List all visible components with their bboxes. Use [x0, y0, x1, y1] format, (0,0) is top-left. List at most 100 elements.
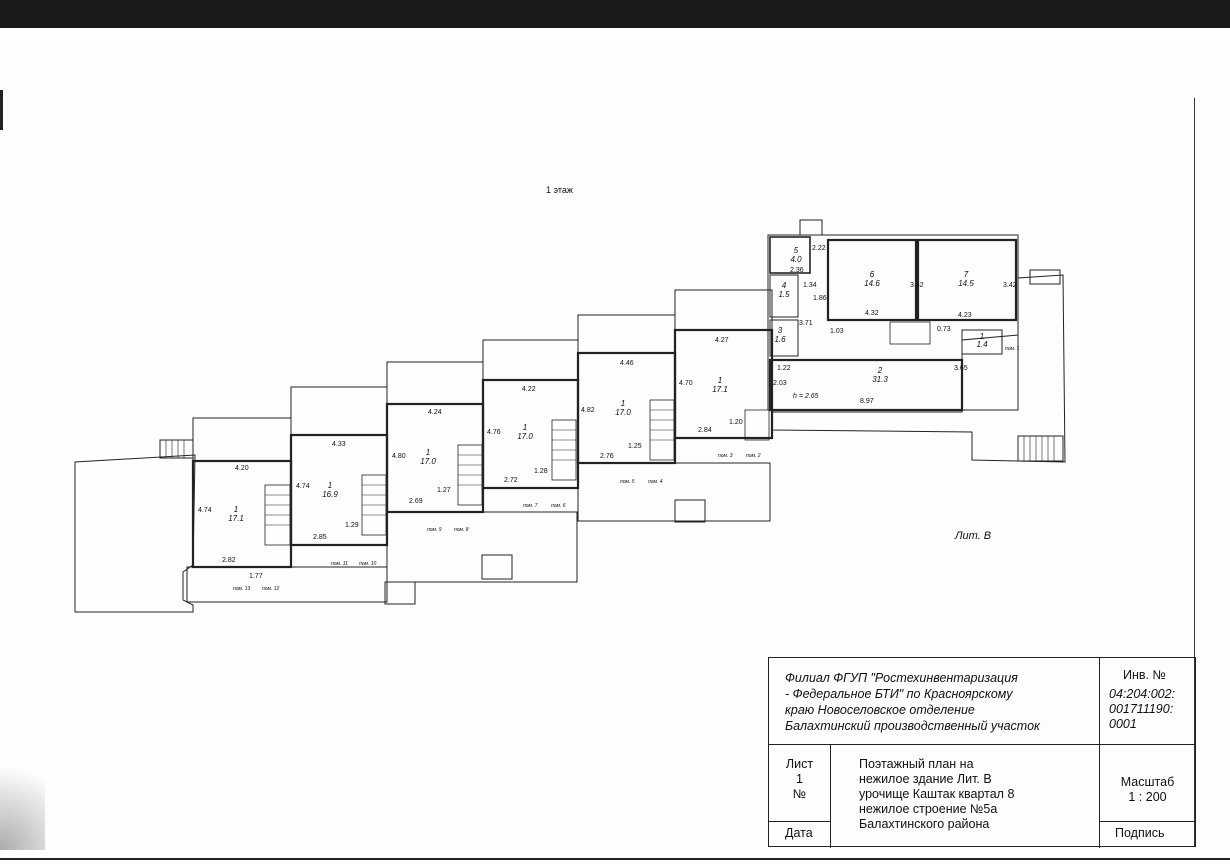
room-5 — [769, 236, 811, 274]
dim: 4.82 — [581, 407, 595, 414]
room-label-1s: 1 — [980, 332, 984, 341]
dim: 2.22 — [812, 245, 826, 252]
dim: 4.74 — [198, 507, 212, 514]
floor-label: 1 этаж — [546, 185, 573, 195]
unit-6-porch — [674, 289, 773, 331]
dim: 1.86 — [813, 295, 827, 302]
scan-noise — [0, 740, 45, 850]
dim: 4.70 — [679, 380, 693, 387]
room-label-3: 3 — [778, 326, 783, 335]
sheet-label: Лист — [785, 757, 814, 771]
room-label-unit1: 1 — [234, 505, 238, 514]
dim: 4.23 — [958, 312, 972, 319]
dim: 3.42 — [910, 282, 924, 289]
room-label-unit6: 1 — [718, 376, 722, 385]
pom-label: пом. 7 — [523, 503, 538, 509]
room-area-2: 31.3 — [872, 375, 888, 384]
unit-1-porch — [192, 417, 292, 462]
dim: 3.65 — [954, 365, 968, 372]
room-area-4: 1.5 — [778, 290, 790, 299]
inventory-number-line: 001711190: — [1109, 702, 1174, 716]
room-label-2: 2 — [877, 366, 883, 375]
inventory-number-line: 0001 — [1109, 717, 1137, 731]
organization-line: Балахтинский производственный участок — [785, 719, 1040, 733]
dim: 2.76 — [600, 453, 614, 460]
date-cell: Дата — [769, 821, 831, 847]
description-line: урочище Каштак квартал 8 — [859, 787, 1015, 801]
room-label-unit3: 1 — [426, 448, 430, 457]
dim: 1.20 — [729, 419, 743, 426]
number-sign: № — [792, 787, 807, 801]
dim: 4.76 — [487, 429, 501, 436]
unit-6-stairs — [744, 409, 770, 441]
unit-2-room — [289, 433, 389, 547]
dim: 2.72 — [504, 477, 518, 484]
pom-label: пом. 5 — [620, 479, 635, 485]
dim: 2.69 — [409, 498, 423, 505]
room-area-unit5: 17.0 — [615, 408, 631, 417]
unit-5-lower — [577, 462, 771, 522]
unit-6-room — [673, 328, 774, 440]
pom-label: пом. 1 — [1005, 346, 1020, 352]
signature-cell: Подпись — [1100, 821, 1195, 847]
terrace-left — [74, 454, 196, 613]
room-label-unit4: 1 — [523, 423, 527, 432]
pom-label: пом. 9 — [427, 527, 442, 533]
room-label-7: 7 — [964, 270, 969, 279]
stair-lower-3 — [674, 499, 706, 523]
pom-label: пом. 12 — [262, 586, 280, 592]
pom-label: пом. 6 — [551, 503, 566, 509]
description-line: нежилое строение №5а — [859, 802, 998, 816]
dim: 2.85 — [313, 534, 327, 541]
sheet-number: 1 — [796, 772, 803, 786]
scan-edge-mark — [0, 90, 3, 130]
stair-right-top — [1029, 269, 1061, 285]
unit-5-porch — [577, 314, 676, 354]
sheet-cell: Лист 1 № — [769, 745, 831, 848]
dim: 4.32 — [865, 310, 879, 317]
unit-1-lower — [186, 566, 388, 603]
description-line: Балахтинского района — [859, 817, 990, 831]
height-label: h = 2.65 — [793, 393, 819, 400]
dim: 4.24 — [428, 409, 442, 416]
organization-cell: Филиал ФГУП "Ростехинвентаризация - Феде… — [769, 658, 1100, 745]
dim: 1.77 — [249, 573, 263, 580]
room-label-5: 5 — [794, 246, 799, 255]
inventory-number-line: 04:204:002: — [1109, 687, 1176, 701]
stair-lower-1 — [384, 581, 416, 605]
dim: 1.03 — [830, 328, 844, 335]
dim: 3.71 — [799, 320, 813, 327]
room-area-5: 4.0 — [790, 255, 802, 264]
dim: 2.84 — [698, 427, 712, 434]
dim: 1.25 — [628, 443, 642, 450]
dim: 4.74 — [296, 483, 310, 490]
dim: 4.80 — [392, 453, 406, 460]
room-area-1s: 1.4 — [976, 340, 988, 349]
organization-line: Филиал ФГУП "Ростехинвентаризация — [785, 671, 1018, 685]
building-letter-label: Лит. В — [955, 530, 992, 542]
pom-label: пом. 11 — [331, 561, 348, 567]
room-area-unit6: 17.1 — [712, 385, 728, 394]
dim: 2.36 — [790, 267, 804, 274]
room-area-unit2: 16.9 — [322, 490, 338, 499]
terrace-right — [771, 274, 1066, 463]
dim: 1.34 — [803, 282, 817, 289]
right-block-chimney — [799, 219, 823, 236]
dim: 0.73 — [937, 326, 951, 333]
room-area-unit4: 17.0 — [517, 432, 533, 441]
room-area-7: 14.5 — [958, 279, 974, 288]
room-label-6: 6 — [870, 270, 875, 279]
organization-line: краю Новоселовское отделение — [785, 703, 975, 717]
dim: 4.22 — [522, 386, 536, 393]
dim: 4.27 — [715, 337, 729, 344]
pom-label: пом. 3 — [718, 453, 733, 459]
room-4 — [769, 274, 799, 318]
description-cell: Поэтажный план на нежилое здание Лит. В … — [831, 745, 1100, 848]
scan-dark-border — [0, 0, 1230, 28]
stair-lower-2 — [481, 554, 513, 580]
inventory-header: Инв. № — [1123, 668, 1166, 682]
unit-4-porch — [482, 339, 579, 381]
dim: 1.28 — [534, 468, 548, 475]
dim: 4.20 — [235, 465, 249, 472]
description-line: нежилое здание Лит. В — [859, 772, 992, 786]
